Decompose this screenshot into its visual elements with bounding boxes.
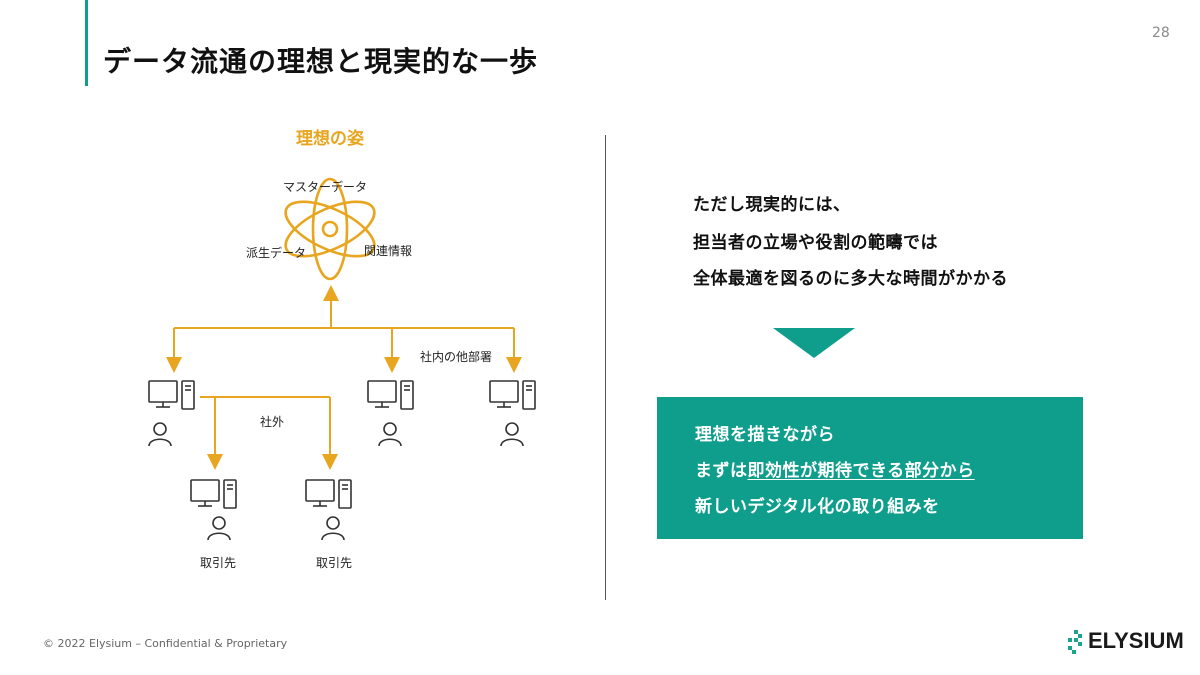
- title-accent-bar: [85, 0, 88, 86]
- column-divider: [605, 135, 606, 600]
- conclusion-emphasis: 即効性が期待できる部分から: [747, 461, 975, 481]
- ideal-heading: 理想の姿: [296, 129, 364, 149]
- computer-icon: [305, 479, 352, 509]
- derived-data-label: 派生データ: [246, 246, 307, 260]
- down-triangle-icon: [773, 328, 855, 358]
- person-icon: [321, 516, 345, 541]
- reality-message-line: 担当者の立場や役割の範疇では: [693, 233, 938, 253]
- master-data-label: マスターデータ: [283, 180, 368, 194]
- computer-icon: [489, 380, 536, 410]
- logo-text: ELYSIUM: [1088, 628, 1184, 653]
- elysium-logo: ELYSIUM: [1066, 628, 1184, 654]
- conclusion-line: 新しいデジタル化の取り組みを: [695, 497, 940, 517]
- external-label: 社外: [260, 415, 285, 429]
- station-internal-1: [363, 378, 423, 448]
- conclusion-line: まずは即効性が期待できる部分から: [695, 456, 975, 481]
- computer-icon: [190, 479, 237, 509]
- station-internal-2: [485, 378, 545, 448]
- internal-departments-label: 社内の他部署: [420, 350, 493, 364]
- station-partner-1: [186, 477, 246, 547]
- conclusion-line: 理想を描きながら: [695, 425, 835, 445]
- reality-message-line: 全体最適を図るのに多大な時間がかかる: [693, 269, 1008, 289]
- partner-label: 取引先: [316, 556, 353, 570]
- computer-icon: [367, 380, 414, 410]
- conclusion-box: 理想を描きながら まずは即効性が期待できる部分から 新しいデジタル化の取り組みを: [657, 397, 1083, 539]
- related-info-label: 関連情報: [364, 244, 413, 258]
- person-icon: [207, 516, 231, 541]
- page-number: 28: [1152, 25, 1170, 41]
- person-icon: [378, 422, 402, 447]
- conclusion-prefix: まずは: [695, 461, 748, 481]
- station-self: [144, 378, 204, 448]
- copyright-text: © 2022 Elysium – Confidential & Propriet…: [43, 637, 288, 650]
- partner-label: 取引先: [200, 556, 237, 570]
- logo-mark-icon: [1068, 630, 1082, 654]
- person-icon: [500, 422, 524, 447]
- reality-message-line: ただし現実的には、: [693, 195, 851, 215]
- slide-title: データ流通の理想と現実的な一歩: [103, 45, 539, 78]
- station-partner-2: [301, 477, 361, 547]
- person-icon: [148, 422, 172, 447]
- computer-icon: [148, 380, 195, 410]
